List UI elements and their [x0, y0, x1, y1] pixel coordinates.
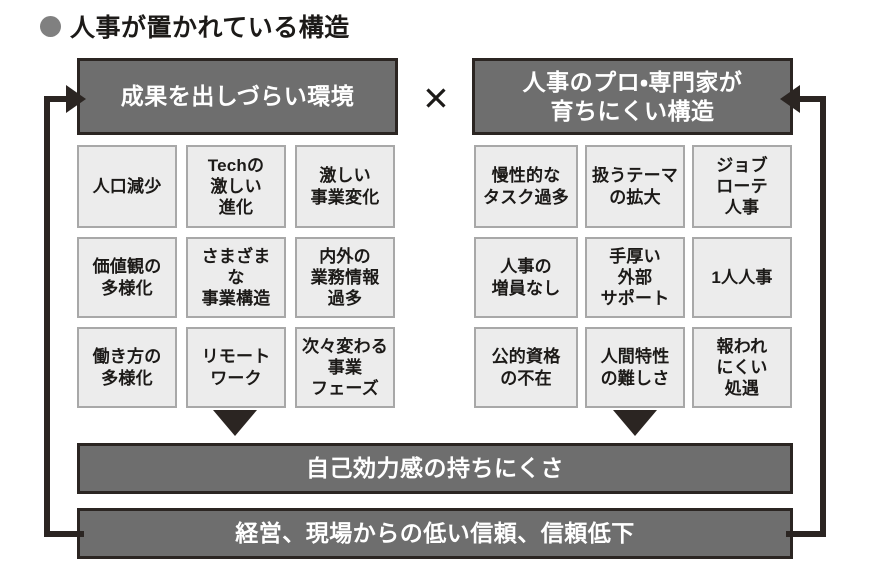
right-cell-2: 扱うテーマの拡大	[585, 145, 685, 228]
right-cell-4: 人事の増員なし	[474, 237, 578, 318]
outcome-trust-bar: 経営、現場からの低い信頼、信頼低下	[77, 508, 793, 559]
right-cell-7: 公的資格の不在	[474, 327, 578, 408]
feedback-left-arrowhead-icon	[66, 85, 86, 113]
left-cell-3: 激しい事業変化	[295, 145, 395, 228]
left-cell-6: 内外の業務情報過多	[295, 237, 395, 318]
outcome-efficacy-bar: 自己効力感の持ちにくさ	[77, 443, 793, 494]
left-cell-5: さまざまな事業構造	[186, 237, 286, 318]
left-cell-4: 価値観の多様化	[77, 237, 177, 318]
right-cell-6: 1人人事	[692, 237, 792, 318]
feedback-right-top-segment	[800, 96, 826, 102]
right-cell-9: 報われにくい処遇	[692, 327, 792, 408]
left-cell-2: Techの激しい進化	[186, 145, 286, 228]
multiply-icon: ✕	[422, 79, 450, 117]
right-cell-5: 手厚い外部サポート	[585, 237, 685, 318]
right-group-header: 人事のプロ・専門家が育ちにくい構造	[472, 58, 793, 135]
bullet-icon	[40, 15, 61, 37]
right-cell-1: 慢性的なタスク過多	[474, 145, 578, 228]
page-title-text: 人事が置かれている構造	[70, 14, 350, 42]
feedback-left-bottom-segment	[44, 531, 84, 537]
arrow-down-right-icon	[613, 410, 657, 436]
left-cell-1: 人口減少	[77, 145, 177, 228]
left-cell-7: 働き方の多様化	[77, 327, 177, 408]
right-cell-3: ジョブローテ人事	[692, 145, 792, 228]
page-title: 人事が置かれている構造	[40, 8, 350, 44]
left-cell-8: リモートワーク	[186, 327, 286, 408]
left-cell-9: 次々変わる事業フェーズ	[295, 327, 395, 408]
right-cell-8: 人間特性の難しさ	[585, 327, 685, 408]
feedback-left-top-segment	[44, 96, 70, 102]
arrow-down-left-icon	[213, 410, 257, 436]
feedback-right-arrowhead-icon	[780, 85, 800, 113]
feedback-right-bottom-segment	[786, 531, 826, 537]
feedback-right-vertical-segment	[820, 96, 826, 537]
left-group-header: 成果を出しづらい環境	[77, 58, 398, 135]
feedback-left-vertical-segment	[44, 96, 50, 537]
